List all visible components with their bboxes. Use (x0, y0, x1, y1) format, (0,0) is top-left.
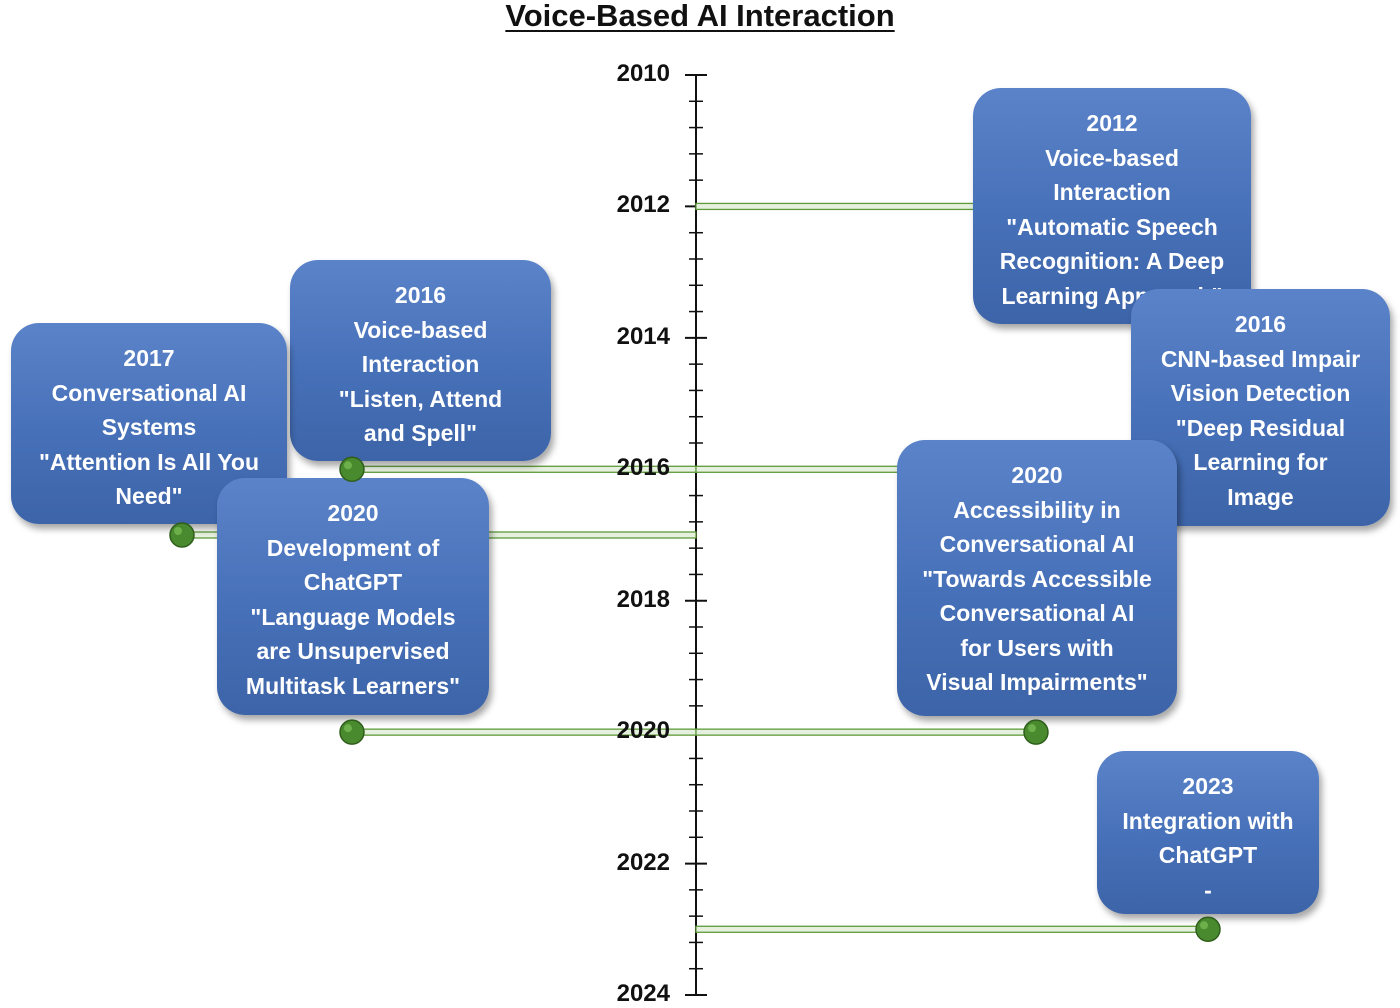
event-year: 2020 (1011, 462, 1063, 488)
event-text-line: "Attention Is All You (38, 448, 260, 475)
event-text-line: Voice-based (353, 316, 488, 343)
title-text: Voice-Based AI Interaction (505, 0, 895, 33)
axis-year-label: 2016 (616, 454, 670, 482)
axis-year-label: 2010 (616, 60, 670, 87)
diagram-title: Voice-Based AI Interaction (0, 0, 1400, 34)
event-marker-highlight (344, 724, 352, 733)
event-text-line: CNN-based Impair (1160, 345, 1361, 372)
event-year: 2016 (1234, 311, 1287, 337)
event-marker-highlight (174, 527, 182, 535)
event-text-line: Integration with (1122, 807, 1294, 834)
event-text-line: Development of (266, 534, 440, 561)
event-text-line: ChatGPT (303, 569, 403, 595)
event-year: 2020 (327, 500, 379, 526)
event-marker-highlight (1028, 724, 1036, 733)
event-year: 2023 (1182, 773, 1234, 799)
event-text-line: Multitask Learners" (245, 672, 461, 699)
event-text-line: Conversational AI (51, 379, 247, 406)
event-text-line: Visual Impairments" (926, 669, 1148, 695)
event-marker-highlight (1200, 921, 1208, 930)
axis-year-label: 2014 (616, 322, 670, 350)
event-text-line: "Deep Residual (1175, 414, 1346, 441)
event-marker (339, 456, 365, 483)
event-year: 2012 (1086, 110, 1138, 136)
event-text-line: - (1204, 876, 1212, 903)
event-text-line: are Unsupervised (256, 638, 450, 664)
event-text-line: Conversational AI (939, 531, 1135, 557)
event-marker (1195, 916, 1221, 943)
event-year: 2016 (394, 282, 447, 308)
event-text-line: Systems (101, 414, 197, 440)
axis-year-label: 2018 (616, 585, 670, 613)
axis-year-label: 2020 (616, 717, 670, 745)
event-text-line: Accessibility in (953, 496, 1121, 523)
event-marker (339, 719, 365, 745)
event-text-line: Interaction (1053, 179, 1171, 205)
axis-year-label: 2024 (616, 980, 670, 1007)
event-text-line: Image (1227, 483, 1294, 510)
event-text-line: "Language Models (250, 603, 456, 630)
event-text-line: "Listen, Attend (338, 385, 503, 412)
event-text-line: Recognition: A Deep (999, 248, 1225, 274)
event-text-line: Need" (115, 483, 183, 509)
event-year: 2017 (123, 345, 175, 371)
event-text-line: and Spell" (363, 420, 478, 446)
event-text-line: Interaction (361, 351, 480, 377)
axis-year-label: 2022 (616, 848, 670, 876)
axis-year-label: 2012 (616, 191, 670, 219)
event-text-line: "Towards Accessible (922, 565, 1152, 592)
event-text-line: Learning for (1193, 449, 1328, 475)
event-text-line: Conversational AI (939, 600, 1135, 626)
event-text-line: for Users with (960, 634, 1114, 661)
event-text-line: "Automatic Speech (1006, 213, 1218, 240)
event-marker-highlight (344, 461, 352, 470)
event-marker (169, 522, 195, 548)
event-text-line: Voice-based (1045, 144, 1179, 171)
event-text-line: Vision Detection (1170, 380, 1351, 406)
event-text-line: ChatGPT (1158, 842, 1258, 868)
event-marker (1023, 719, 1049, 745)
